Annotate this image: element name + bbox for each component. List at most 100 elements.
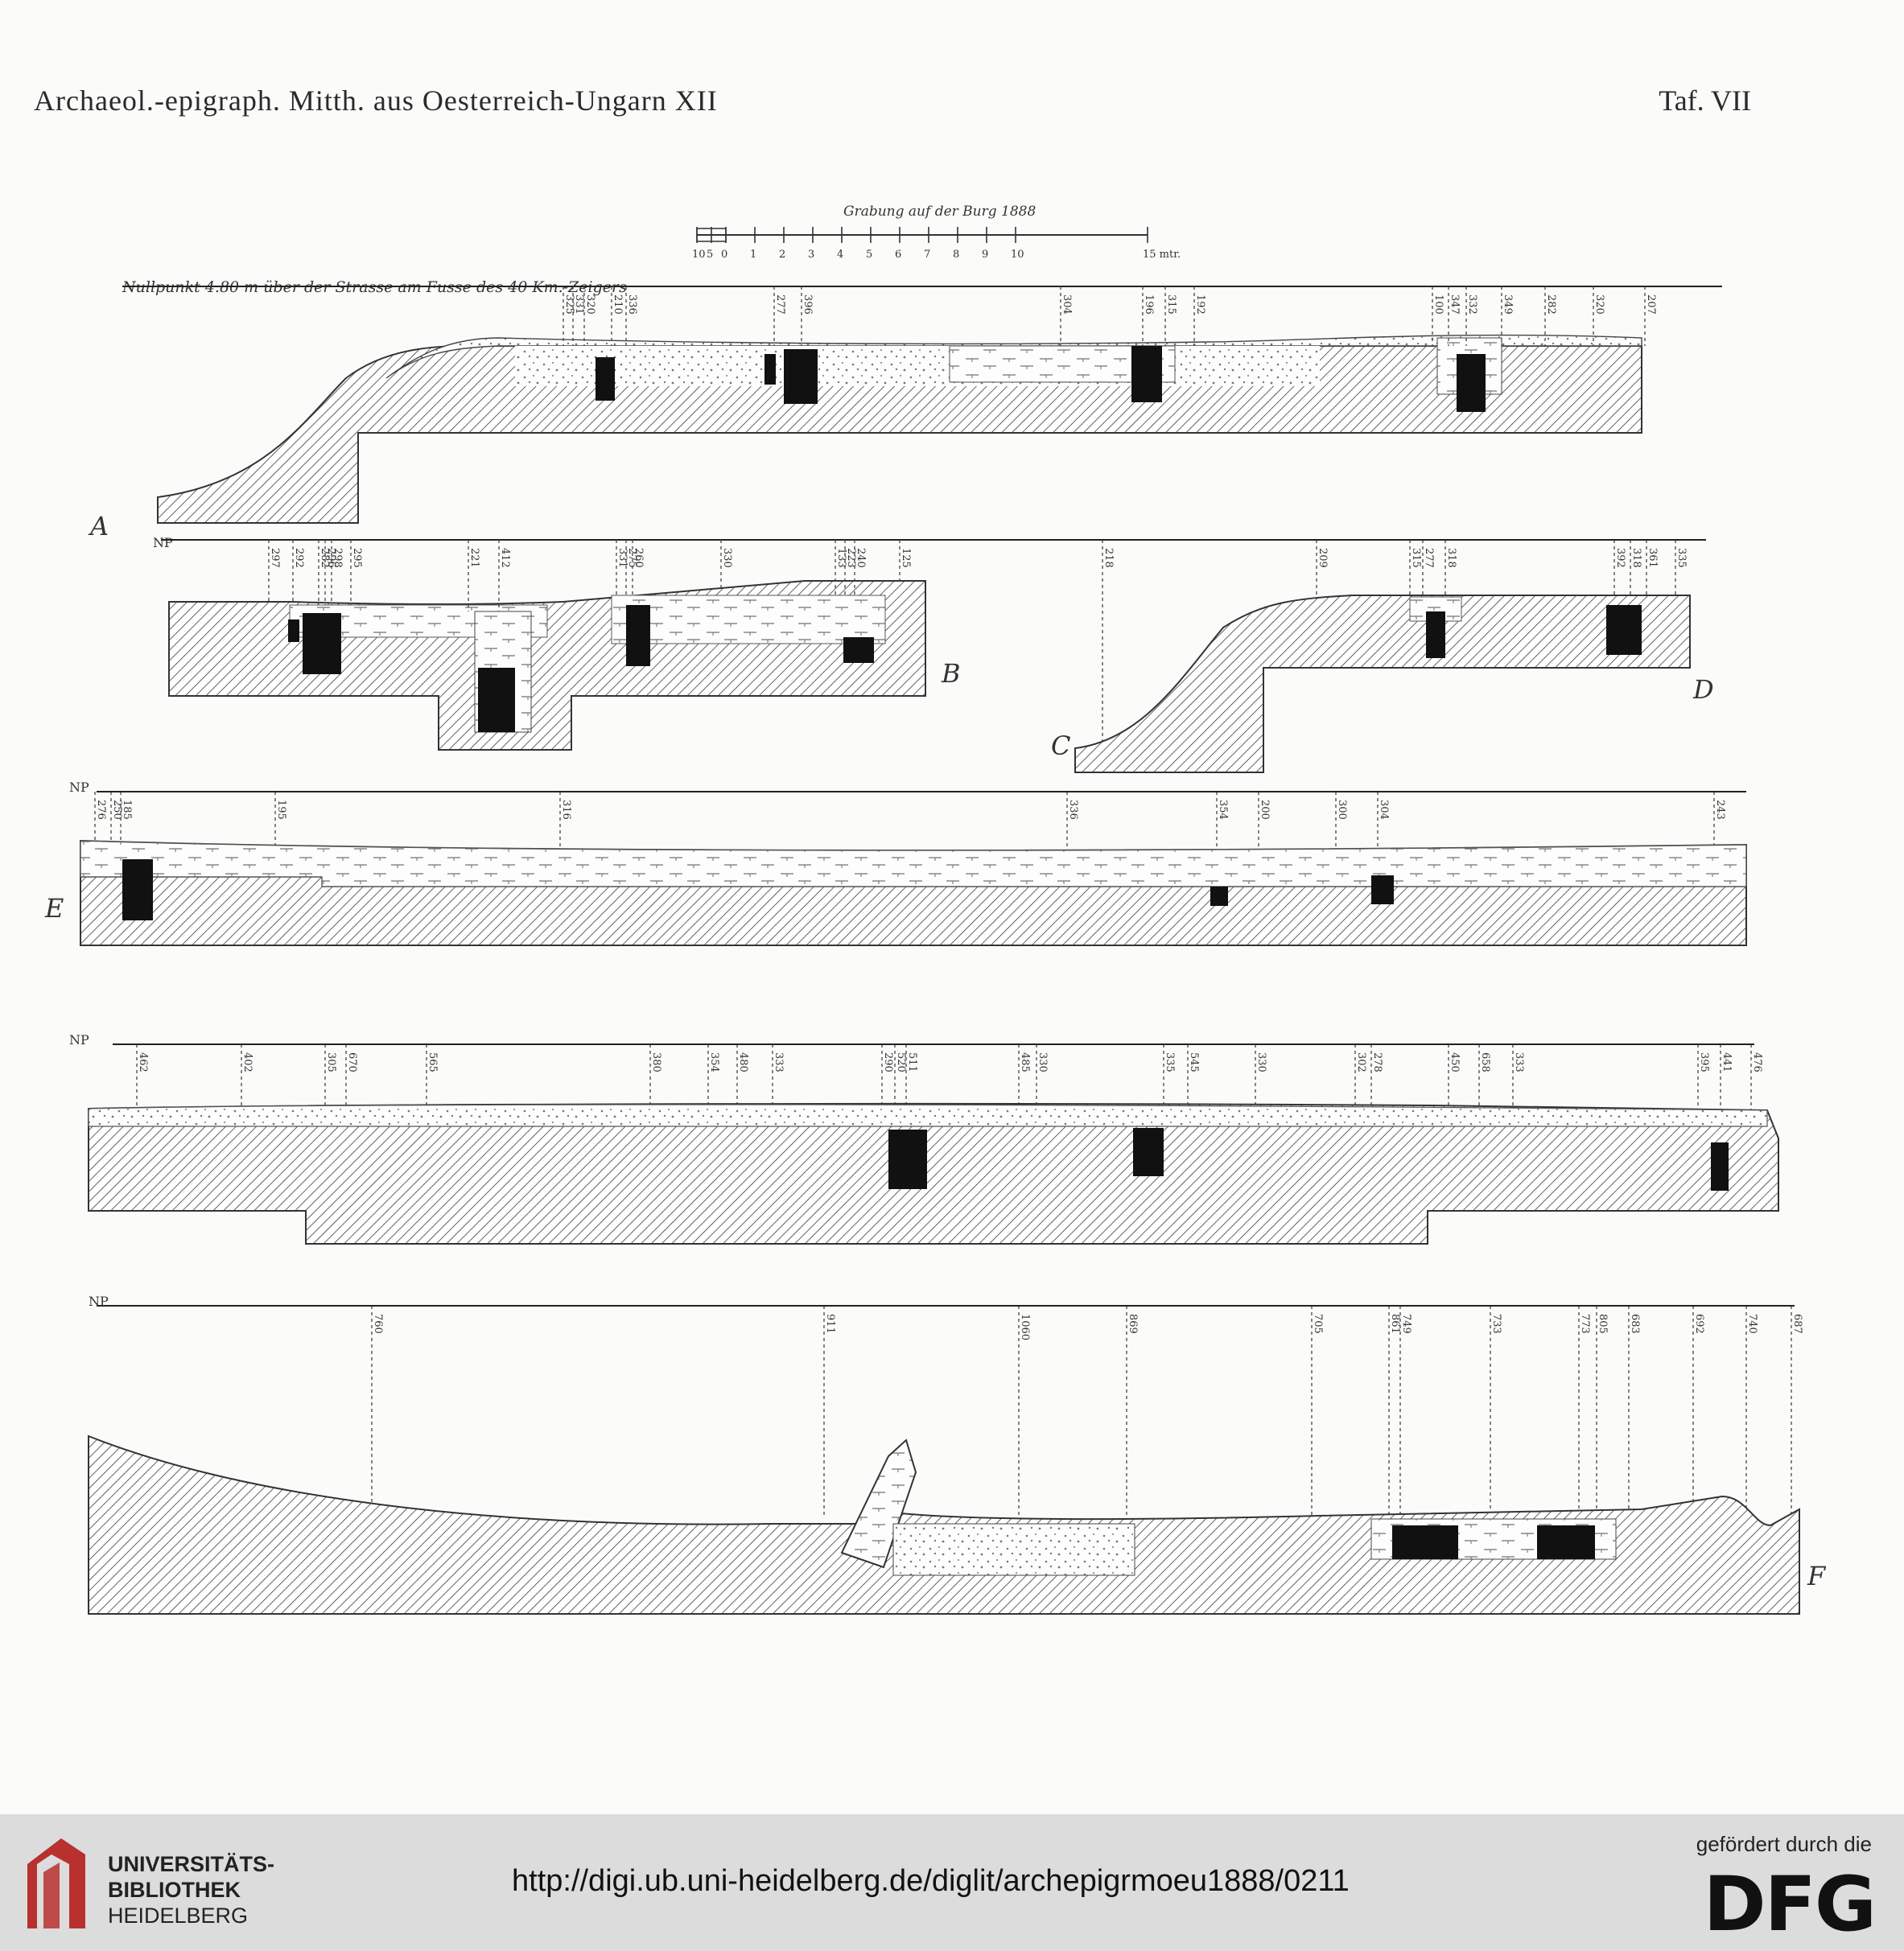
section-2-wall-4	[626, 605, 650, 666]
section5-depth-label: 869	[1127, 1314, 1139, 1334]
section3-depth-label: 354	[1217, 800, 1229, 820]
section2-depth-label: 331	[616, 548, 628, 568]
section-4-wall-1	[122, 859, 153, 920]
section3-depth-label: 195	[275, 800, 287, 820]
section-2-wall-3	[478, 668, 515, 732]
section5-depth-label: 705	[1312, 1314, 1324, 1334]
scale-tick-label: 1	[750, 249, 756, 261]
section1-depth-label: 349	[1502, 294, 1514, 315]
archaeological-plate: Archaeol.-epigraph. Mitth. aus Oesterrei…	[34, 84, 1827, 1615]
section2-depth-label: 223	[845, 548, 857, 568]
section5-depth-label: 687	[1791, 1314, 1803, 1334]
section5-depth-label: 733	[1490, 1314, 1502, 1334]
section2-depth-label: 218	[1102, 548, 1115, 568]
section4-depth-label: 480	[737, 1052, 749, 1072]
section4-depth-label: 485	[1019, 1052, 1031, 1072]
section2-depth-label: 277	[1423, 548, 1435, 568]
section1-depth-label: 315	[1165, 294, 1177, 315]
section-letter-f: F	[1807, 1561, 1827, 1591]
section4-depth-label: 380	[650, 1052, 662, 1072]
section4-depth-label: 278	[1371, 1052, 1383, 1072]
section3-depth-label: 300	[1336, 800, 1348, 820]
section2-depth-label: 392	[1614, 548, 1626, 568]
section-2-wall-5	[843, 637, 874, 663]
section-6-wall-1	[1392, 1525, 1458, 1559]
section5-depth-label: 683	[1629, 1314, 1641, 1334]
scale-tick-label: 2	[779, 249, 785, 261]
section5-depth-label: 749	[1400, 1314, 1412, 1334]
section1-depth-label: 196	[1143, 294, 1155, 315]
section-1-wall-1	[596, 357, 615, 401]
section2-depth-label: 296	[325, 548, 337, 568]
scale-tick-label: 9	[982, 249, 988, 261]
section3-depth-label: 185	[121, 800, 133, 820]
section4-depth-label: 441	[1721, 1052, 1733, 1072]
section-letter-a: A	[88, 511, 109, 541]
section-6-toppled-block	[840, 1439, 917, 1569]
scale-tick-label: 10	[692, 249, 706, 261]
section1-depth-label: 282	[1545, 294, 1557, 315]
section5-depth-label: 1060	[1019, 1314, 1031, 1340]
section4-depth-label: 335	[1164, 1052, 1176, 1072]
section5-depth-label: 740	[1746, 1314, 1758, 1334]
section-5-wall-2	[1133, 1128, 1164, 1176]
section2-depth-label: 330	[721, 548, 733, 568]
section-1-fill-layer	[385, 334, 1642, 379]
library-name-line-2: BIBLIOTHEK	[108, 1878, 241, 1902]
section1-depth-label: 336	[626, 294, 638, 315]
section4-depth-label: 565	[427, 1052, 439, 1072]
section-1-wall-3	[784, 349, 818, 404]
section3-depth-label: 336	[1067, 800, 1079, 820]
section4-depth-label: 462	[137, 1052, 149, 1072]
library-name-line-1: UNIVERSITÄTS-	[108, 1852, 275, 1876]
section2-depth-label: 221	[468, 548, 480, 568]
section-4-wall-2	[1210, 887, 1228, 906]
section4-depth-label: 305	[325, 1052, 337, 1072]
scale-tick-label: 10	[1011, 249, 1024, 261]
section4-depth-label: 520	[895, 1052, 907, 1072]
plate-number: Taf. VII	[1659, 84, 1751, 117]
section2-depth-label: 318	[1630, 548, 1642, 568]
section-1-np: NP	[153, 535, 173, 550]
section4-depth-label: 354	[708, 1052, 720, 1072]
section2-depth-label: 282	[319, 548, 331, 568]
section-6: F NP	[88, 1294, 1827, 1615]
section-letter-e: E	[44, 893, 64, 924]
section-1-wall-5	[1457, 354, 1486, 412]
section-5-wall-3	[1711, 1142, 1729, 1191]
section2-depth-label: 297	[269, 548, 281, 568]
scale-tick-label: 7	[924, 249, 930, 261]
section-letter-c: C	[1051, 731, 1070, 761]
section4-depth-label: 290	[882, 1052, 894, 1072]
section4-depth-label: 333	[1513, 1052, 1525, 1072]
section4-depth-label: 333	[773, 1052, 785, 1072]
section2-depth-label: 315	[1410, 548, 1422, 568]
section2-depth-label: 260	[633, 548, 645, 568]
section1-depth-label: 396	[802, 294, 814, 315]
funding-caption: gefördert durch die	[1696, 1832, 1872, 1856]
section4-depth-label: 402	[241, 1052, 253, 1072]
permalink-url[interactable]: http://digi.ub.uni-heidelberg.de/diglit/…	[512, 1864, 1350, 1898]
section5-depth-label: 861	[1389, 1314, 1401, 1334]
section1-depth-label: 332	[1466, 294, 1478, 315]
section1-depth-label: 325	[563, 294, 575, 315]
section5-depth-label: 760	[372, 1314, 384, 1334]
section-6-fill	[892, 1523, 1135, 1576]
section2-depth-label: 295	[351, 548, 363, 568]
section4-depth-label: 450	[1449, 1052, 1461, 1072]
section2-depth-label: 318	[1445, 548, 1457, 568]
section-2-wall-2	[288, 619, 299, 642]
section-letter-d: D	[1692, 674, 1714, 705]
section-5-wall-1	[888, 1130, 927, 1189]
section4-depth-label: 330	[1255, 1052, 1267, 1072]
section2-depth-label: 125	[900, 548, 912, 568]
